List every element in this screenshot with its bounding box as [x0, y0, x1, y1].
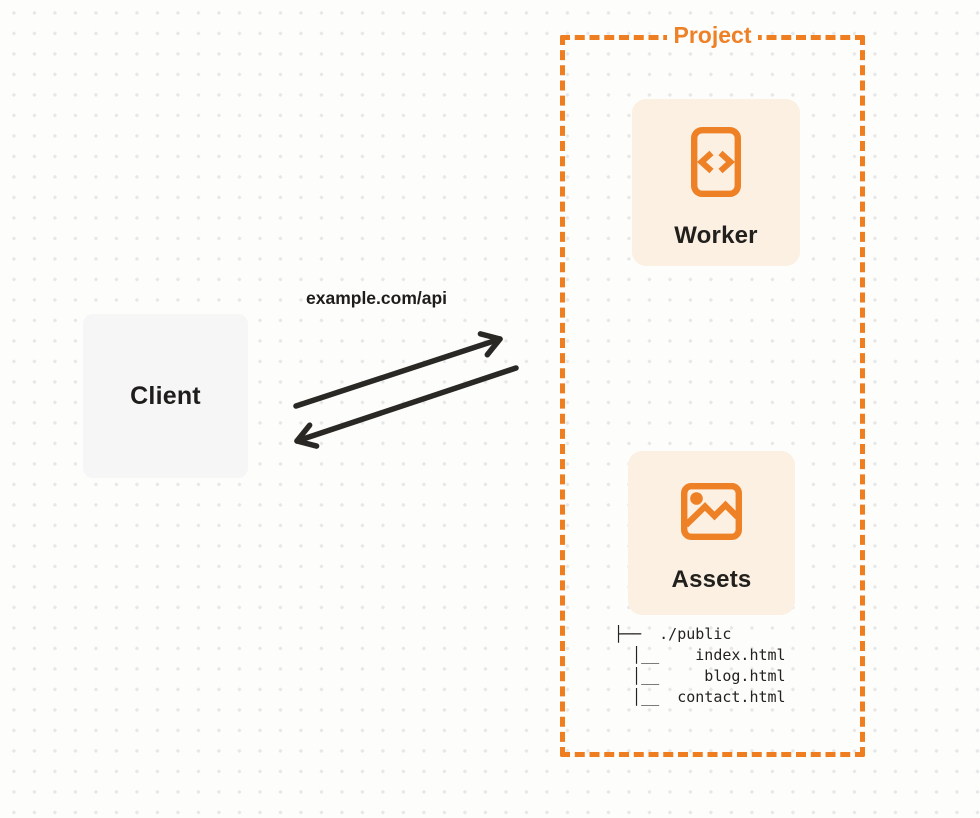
project-container: Project Worker Assets	[560, 20, 865, 757]
tree-line-public: ├── ./public	[614, 625, 732, 643]
worker-node: Worker	[632, 99, 800, 266]
request-arrow	[293, 331, 503, 409]
tree-line-blog: │__ blog.html	[614, 667, 786, 685]
response-arrow	[294, 365, 519, 449]
code-document-icon	[691, 127, 741, 197]
request-url-label: example.com/api	[306, 288, 448, 308]
client-node: Client	[83, 314, 248, 478]
project-title: Project	[666, 20, 759, 50]
assets-node: Assets	[628, 451, 795, 615]
image-icon	[681, 483, 742, 540]
tree-line-index: │__ index.html	[614, 646, 786, 664]
assets-file-tree: ├── ./public │__ index.html │__ blog.htm…	[614, 624, 786, 708]
client-label: Client	[130, 381, 201, 410]
assets-label: Assets	[671, 566, 752, 593]
tree-line-contact: │__ contact.html	[614, 688, 786, 706]
worker-label: Worker	[674, 222, 758, 249]
